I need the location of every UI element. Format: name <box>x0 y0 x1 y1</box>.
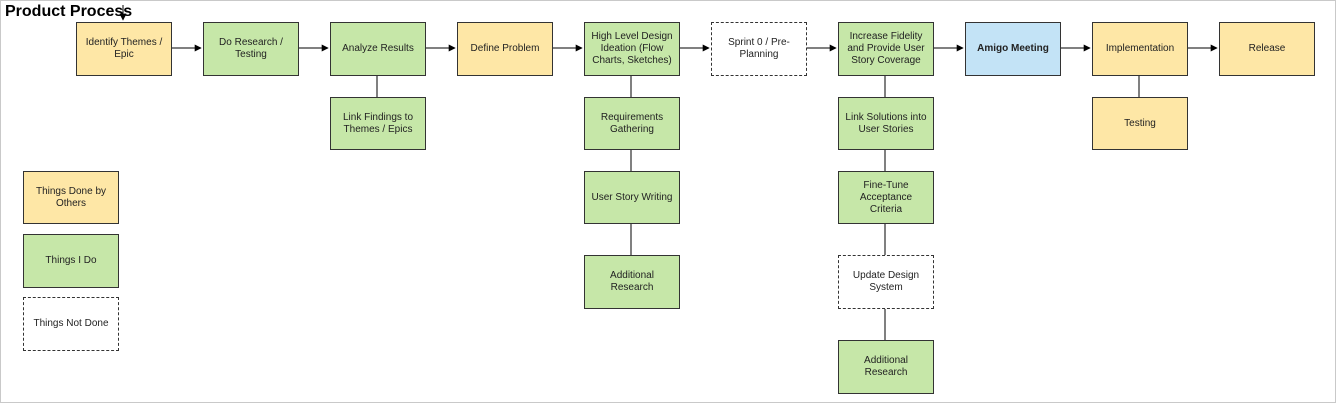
node-sprint-0: Sprint 0 / Pre-Planning <box>711 22 807 76</box>
node-additional-research-fidelity: Additional Research <box>838 340 934 394</box>
node-user-story-writing: User Story Writing <box>584 171 680 224</box>
diagram-title: Product Process <box>5 3 133 20</box>
node-link-findings: Link Findings to Themes / Epics <box>330 97 426 150</box>
node-increase-fidelity: Increase Fidelity and Provide User Story… <box>838 22 934 76</box>
node-high-level-design: High Level Design Ideation (Flow Charts,… <box>584 22 680 76</box>
node-implementation: Implementation <box>1092 22 1188 76</box>
node-update-design-system: Update Design System <box>838 255 934 309</box>
node-requirements-gathering: Requirements Gathering <box>584 97 680 150</box>
node-testing: Testing <box>1092 97 1188 150</box>
legend-things-i-do: Things I Do <box>23 234 119 288</box>
node-do-research: Do Research / Testing <box>203 22 299 76</box>
node-define-problem: Define Problem <box>457 22 553 76</box>
node-amigo-meeting: Amigo Meeting <box>965 22 1061 76</box>
node-release: Release <box>1219 22 1315 76</box>
node-link-solutions: Link Solutions into User Stories <box>838 97 934 150</box>
legend-done-by-others: Things Done by Others <box>23 171 119 224</box>
node-additional-research-design: Additional Research <box>584 255 680 309</box>
node-identify-themes: Identify Themes / Epic <box>76 22 172 76</box>
node-analyze-results: Analyze Results <box>330 22 426 76</box>
legend-things-not-done: Things Not Done <box>23 297 119 351</box>
node-fine-tune-acceptance: Fine-Tune Acceptance Criteria <box>838 171 934 224</box>
